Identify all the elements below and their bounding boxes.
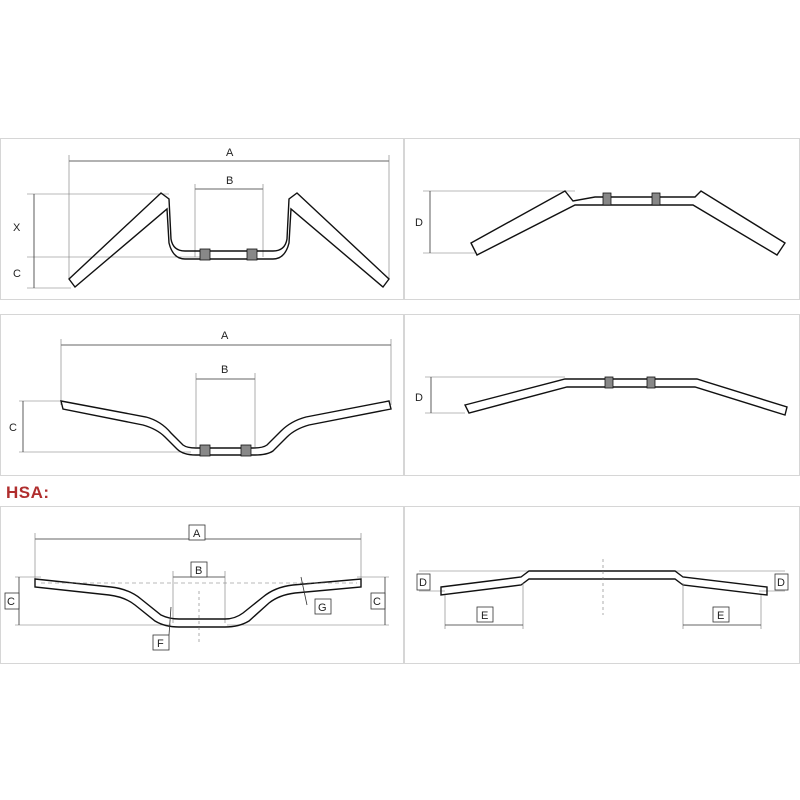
leader-g — [300, 576, 308, 606]
label-c: C — [13, 268, 21, 280]
label-box-f — [152, 634, 170, 651]
diagram-ape-front: A B X C — [13, 147, 390, 289]
panel-row1-front: A B X C — [0, 138, 404, 300]
label-b: B — [221, 364, 228, 376]
handlebar-hsa — [34, 578, 362, 643]
panel-row2-front: A B C — [0, 314, 404, 476]
panel-row1-side: D — [404, 138, 800, 300]
label-box-g — [314, 598, 332, 615]
label-e-right: E — [717, 610, 724, 622]
diagram-hsa-front: A B C C G F — [4, 524, 389, 651]
label-a: A — [221, 330, 229, 342]
panel-row2-side: D — [404, 314, 800, 476]
handlebar-side — [463, 376, 788, 416]
label-box-e-left — [476, 606, 494, 623]
label-x: X — [13, 222, 21, 234]
label-e-left: E — [481, 610, 488, 622]
label-g: G — [318, 602, 327, 614]
handlebar-lowrise — [60, 400, 392, 457]
label-b: B — [226, 175, 233, 187]
label-box-b — [190, 561, 208, 578]
label-a: A — [193, 528, 201, 540]
label-c-left: C — [7, 596, 15, 608]
label-d: D — [415, 392, 423, 404]
label-c: C — [9, 422, 17, 434]
label-c-right: C — [373, 596, 381, 608]
label-box-d-right — [774, 573, 789, 591]
diagram-hsa-side: D D E E — [416, 559, 789, 629]
label-box-e-right — [712, 606, 730, 623]
label-d-left: D — [419, 577, 427, 589]
handlebar-side — [440, 559, 768, 615]
label-box-d-left — [416, 573, 431, 591]
diagram-lowrise-side: D — [415, 376, 788, 416]
diagram-lowrise-front: A B C — [9, 330, 392, 457]
label-d-right: D — [777, 577, 785, 589]
handlebar-side — [470, 190, 786, 256]
label-box-a — [188, 524, 206, 541]
label-box-c-left — [4, 592, 20, 610]
handlebar-ape — [68, 192, 390, 289]
label-d: D — [415, 217, 423, 229]
panel-row3-side: D D E E — [404, 506, 800, 664]
label-a: A — [226, 147, 234, 159]
label-b: B — [195, 565, 202, 577]
leader-f — [168, 606, 172, 636]
label-f: F — [157, 638, 164, 650]
label-box-c-right — [370, 592, 386, 610]
diagram-ape-side: D — [415, 190, 786, 256]
panel-row3-front: A B C C G F — [0, 506, 404, 664]
section-title-hsa: HSA: — [6, 483, 50, 502]
